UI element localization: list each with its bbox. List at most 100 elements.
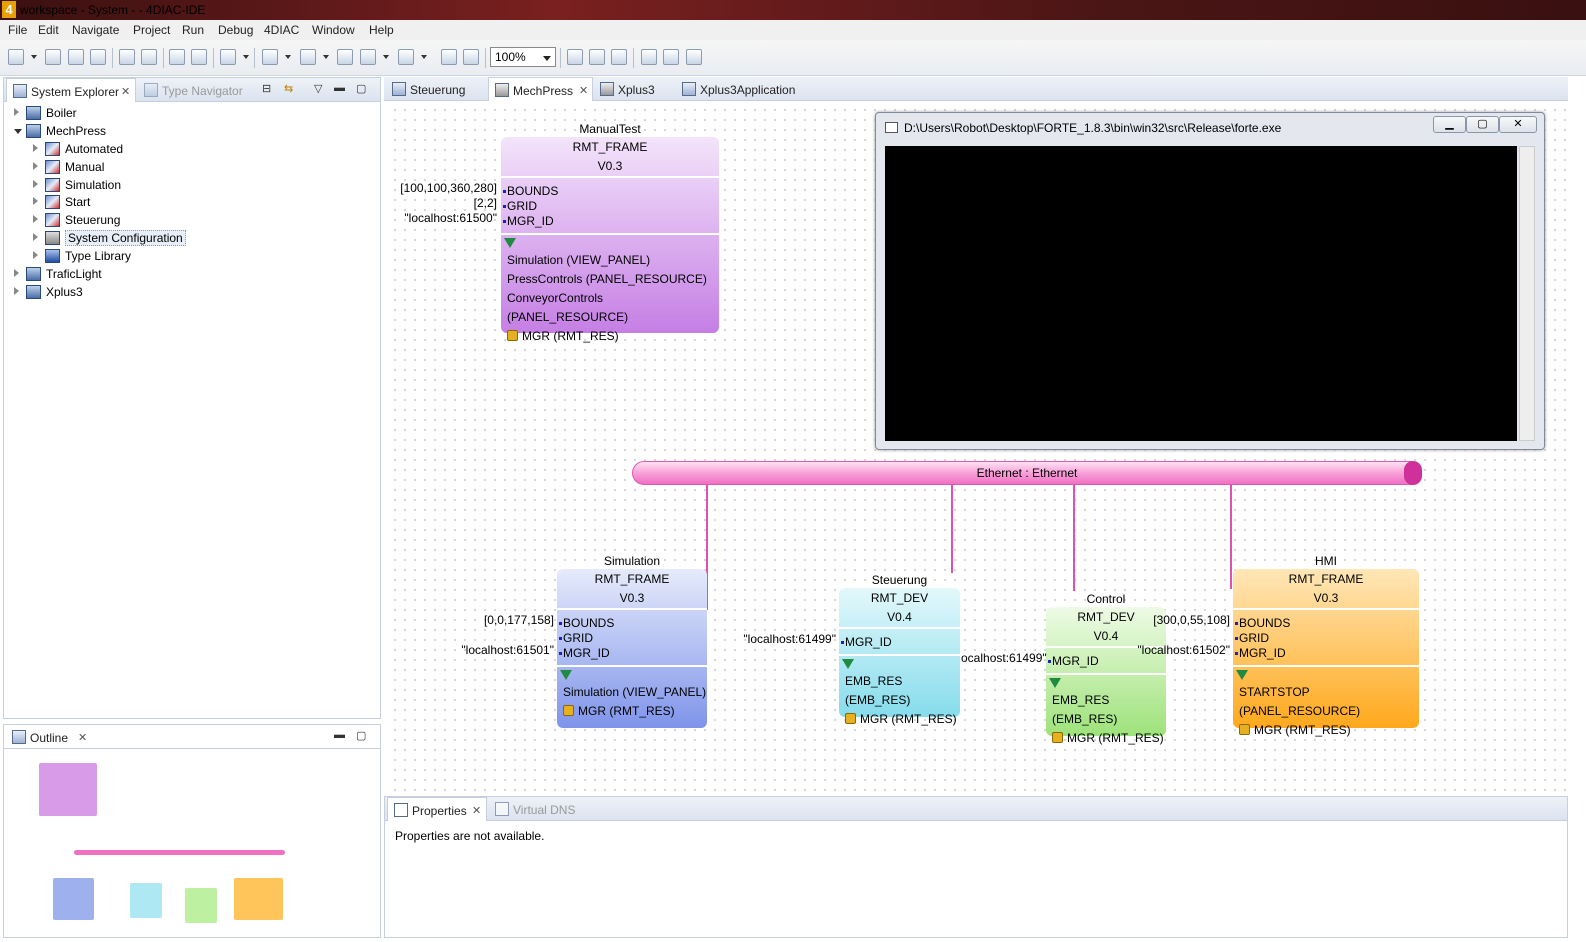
resource-toggle-icon[interactable]: [560, 670, 572, 680]
minimize-icon[interactable]: ▬: [334, 82, 345, 94]
resource-item[interactable]: PressControls (PANEL_RESOURCE): [507, 272, 707, 286]
param-value[interactable]: [300,0,55,108]: [1153, 613, 1230, 627]
device-steuerung[interactable]: Steuerung RMT_DEV V0.4 MGR_ID EMB_RES (E…: [839, 573, 960, 726]
resource-toggle-icon[interactable]: [1049, 678, 1061, 688]
close-button[interactable]: ✕: [1499, 116, 1537, 133]
resource-item-mgr[interactable]: MGR (RMT_RES): [557, 702, 707, 721]
chevron-down-icon[interactable]: [543, 56, 551, 61]
param-value[interactable]: [0,0,177,158]: [483, 613, 554, 627]
print-icon[interactable]: [90, 49, 106, 65]
param-value[interactable]: [100,100,360,280]: [400, 181, 497, 195]
menu-4diac[interactable]: 4DIAC: [264, 23, 300, 37]
param-value[interactable]: "localhost:61502": [1137, 643, 1230, 657]
param-value[interactable]: "localhost:61499": [743, 632, 836, 646]
param-value[interactable]: "localhost:61501": [461, 643, 554, 657]
save-all-icon[interactable]: [68, 49, 84, 65]
expand-icon[interactable]: [33, 215, 38, 223]
close-icon[interactable]: ✕: [78, 732, 88, 744]
resource-item[interactable]: Simulation (VIEW_PANEL): [507, 253, 651, 267]
param-value[interactable]: "localhost:61500": [404, 211, 497, 225]
chevron-down-icon[interactable]: [243, 55, 249, 59]
resource-item[interactable]: STARTSTOP (PANEL_RESOURCE): [1239, 685, 1361, 718]
expand-icon[interactable]: [33, 144, 38, 152]
expand-icon[interactable]: [14, 108, 19, 116]
menu-window[interactable]: Window: [312, 23, 355, 37]
chevron-down-icon[interactable]: [323, 55, 329, 59]
tab-virtual-dns[interactable]: Virtual DNS: [489, 797, 589, 821]
expand-icon[interactable]: [33, 251, 38, 259]
input-bounds[interactable]: BOUNDS: [501, 184, 719, 199]
bus-connection[interactable]: [706, 485, 708, 610]
minimize-button[interactable]: ▁: [1433, 116, 1466, 133]
resource-item[interactable]: EMB_RES (EMB_RES): [1052, 693, 1118, 726]
expand-icon[interactable]: [14, 287, 19, 295]
tab-outline[interactable]: Outline ✕: [6, 725, 96, 749]
bus-connection[interactable]: [951, 485, 953, 573]
menu-edit[interactable]: Edit: [38, 23, 59, 37]
input-mgr-id[interactable]: MGR_ID: [1046, 654, 1166, 669]
collapse-icon[interactable]: [14, 129, 22, 134]
close-icon[interactable]: ✕: [579, 85, 589, 97]
resource-toggle-icon[interactable]: [504, 238, 516, 248]
distribute-v-icon[interactable]: [663, 49, 679, 65]
menu-file[interactable]: File: [8, 23, 28, 37]
tab-steuerung[interactable]: Steuerung: [386, 77, 486, 101]
distribute-h-icon[interactable]: [641, 49, 657, 65]
maximize-icon[interactable]: ▢: [356, 83, 367, 95]
search-icon[interactable]: [220, 49, 236, 65]
maximize-button[interactable]: ▢: [1466, 116, 1499, 133]
save-icon[interactable]: [45, 49, 61, 65]
menu-help[interactable]: Help: [369, 23, 394, 37]
console-output[interactable]: [885, 146, 1517, 441]
chevron-down-icon[interactable]: [421, 55, 427, 59]
tab-xplus3application[interactable]: Xplus3Application: [676, 77, 806, 101]
tab-properties[interactable]: Properties ✕: [387, 797, 487, 821]
resource-item-mgr[interactable]: MGR (RMT_RES): [1233, 721, 1419, 740]
device-control[interactable]: Control RMT_DEV V0.4 MGR_ID EMB_RES (EMB…: [1046, 592, 1166, 745]
input-mgr-id[interactable]: MGR_ID: [557, 646, 707, 661]
input-bounds[interactable]: BOUNDS: [557, 616, 707, 631]
resource-item-mgr[interactable]: MGR (RMT_RES): [1046, 729, 1166, 748]
resource-item-mgr[interactable]: MGR (RMT_RES): [501, 327, 719, 346]
expand-icon[interactable]: [33, 162, 38, 170]
forward-arrow-icon[interactable]: [398, 49, 414, 65]
tab-system-explorer[interactable]: System Explorer ✕: [6, 78, 136, 102]
view-menu-icon[interactable]: ▽: [314, 83, 323, 95]
param-value[interactable]: ocalhost:61499": [961, 651, 1047, 665]
device-hmi[interactable]: HMI RMT_FRAME V0.3 BOUNDS GRID MGR_ID ST…: [1233, 554, 1419, 737]
collapse-all-icon[interactable]: ⊟: [262, 83, 272, 95]
undo-icon[interactable]: [441, 49, 457, 65]
align-center-icon[interactable]: [589, 49, 605, 65]
forte-console-window[interactable]: D:\Users\Robot\Desktop\FORTE_1.8.3\bin\w…: [875, 112, 1545, 450]
align-middle-icon[interactable]: [191, 49, 207, 65]
resource-toggle-icon[interactable]: [842, 659, 854, 669]
input-mgr-id[interactable]: MGR_ID: [1233, 646, 1419, 661]
zoom-combo[interactable]: 100%: [490, 47, 556, 67]
expand-icon[interactable]: [14, 269, 19, 277]
input-mgr-id[interactable]: MGR_ID: [501, 214, 719, 229]
prev-annotation-icon[interactable]: [300, 49, 316, 65]
tab-xplus3[interactable]: Xplus3: [594, 77, 674, 101]
resource-item[interactable]: EMB_RES (EMB_RES): [845, 674, 911, 707]
align-top-icon[interactable]: [169, 49, 185, 65]
layout2-icon[interactable]: [141, 49, 157, 65]
last-edit-icon[interactable]: [337, 49, 353, 65]
param-value[interactable]: [2,2]: [473, 196, 497, 210]
next-annotation-icon[interactable]: [262, 49, 278, 65]
console-scrollbar[interactable]: [1519, 146, 1535, 441]
minimize-icon[interactable]: ▬: [334, 729, 345, 741]
input-grid[interactable]: GRID: [557, 631, 707, 646]
menu-debug[interactable]: Debug: [218, 23, 254, 37]
maximize-icon[interactable]: ▢: [356, 730, 367, 742]
chevron-down-icon[interactable]: [383, 55, 389, 59]
expand-icon[interactable]: [33, 180, 38, 188]
back-arrow-icon[interactable]: [360, 49, 376, 65]
outline-thumbnail[interactable]: [10, 757, 310, 937]
menu-navigate[interactable]: Navigate: [72, 23, 120, 37]
input-bounds[interactable]: BOUNDS: [1233, 616, 1419, 631]
expand-icon[interactable]: [33, 197, 38, 205]
tab-type-navigator[interactable]: Type Navigator: [138, 78, 256, 102]
chevron-down-icon[interactable]: [31, 55, 37, 59]
ethernet-bus[interactable]: Ethernet : Ethernet: [632, 461, 1422, 485]
resource-item[interactable]: ConveyorControls (PANEL_RESOURCE): [507, 291, 629, 324]
